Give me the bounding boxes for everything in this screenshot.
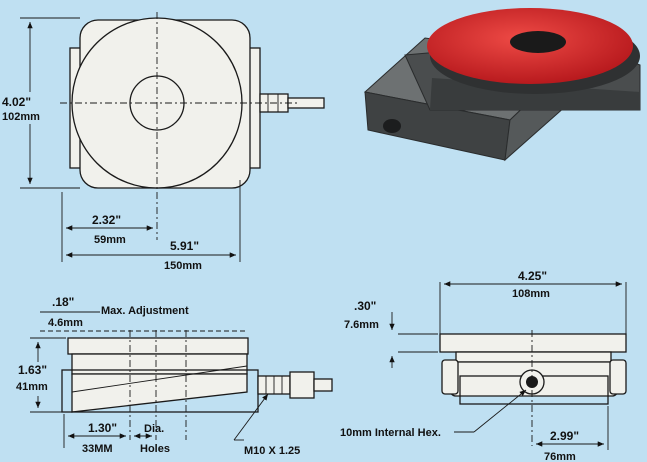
end-top-in: .30" [354,299,376,313]
side-height-in: 1.63" [18,363,47,377]
end-width-in: 4.25" [518,269,547,283]
end-view-top-plate [439,333,627,353]
adjust-mm: 4.6mm [48,317,83,329]
hole-in: 1.30" [88,421,117,435]
end-base-mm: 76mm [544,451,576,462]
end-top-mm: 7.6mm [344,319,379,331]
end-base-in: 2.99" [550,429,579,443]
top-view: 4.02" 102mm 2.32" 59mm 5.91" 150mm [2,12,325,272]
top-center-mm: 59mm [94,234,126,246]
top-width-in: 5.91" [170,239,199,253]
product-photo [363,8,641,162]
hex-label: 10mm Internal Hex. [340,427,441,439]
adjust-in: .18" [52,295,74,309]
top-width-mm: 150mm [164,260,202,272]
dia-label-2: Holes [140,443,170,455]
top-center-in: 2.32" [92,213,121,227]
hole-mm: 33MM [82,443,113,455]
end-view: 4.25" 108mm .30" 7.6mm 10mm Internal Hex… [340,269,627,462]
side-view-top-plate [67,337,249,355]
photo-pad-hole [510,31,566,53]
side-height-mm: 41mm [16,381,48,393]
adjust-label: Max. Adjustment [101,305,189,317]
side-view: .18" 4.6mm Max. Adjustment 1.63" 41mm 1.… [16,295,333,457]
side-view-screw-end [313,378,333,392]
top-view-screw-shaft [287,97,325,109]
dia-label-1: Dia. [144,423,164,435]
top-height-in: 4.02" [2,95,31,109]
top-height-mm: 102mm [2,111,40,123]
end-width-mm: 108mm [512,288,550,300]
photo-knob [383,119,401,133]
thread-label: M10 X 1.25 [244,445,300,457]
